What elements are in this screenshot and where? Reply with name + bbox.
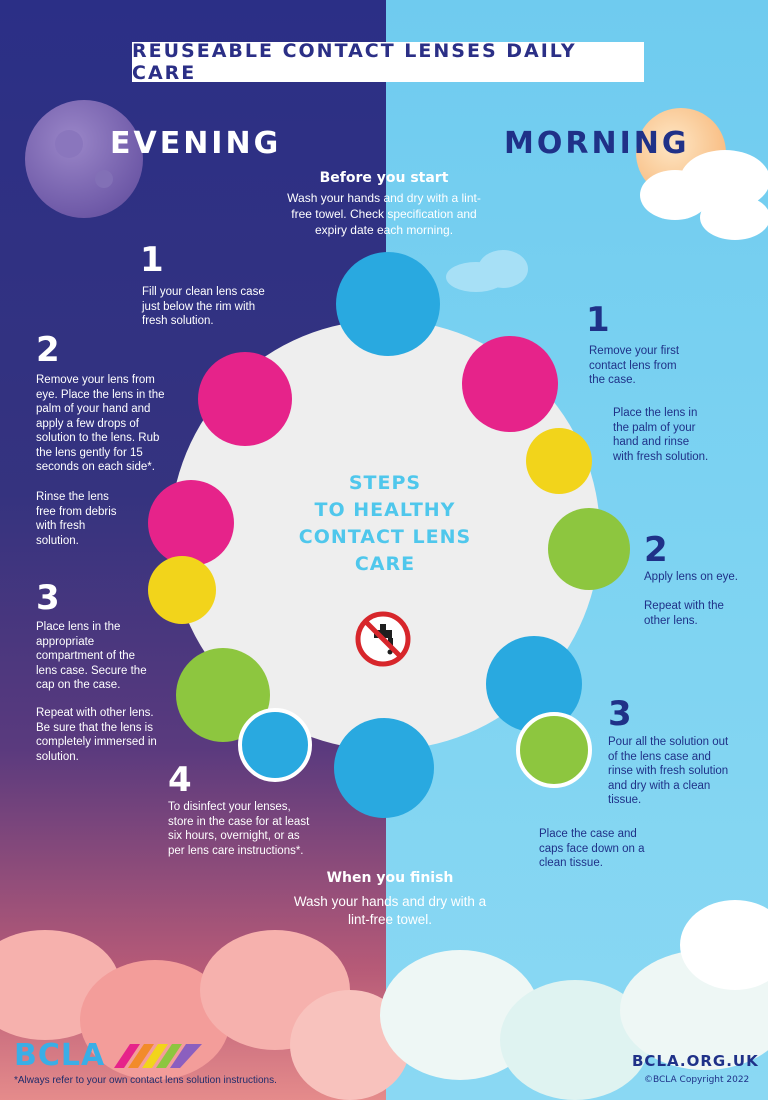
morning-step-1-text2: Place the lens in the palm of your hand … bbox=[613, 407, 709, 463]
steps-center-title: STEPS TO HEALTHY CONTACT LENS CARE bbox=[298, 472, 472, 575]
evening-step-1-text: Fill your clean lens case just below the… bbox=[142, 286, 265, 327]
moon-crater bbox=[55, 130, 83, 158]
cloud-icon bbox=[640, 170, 710, 220]
morning-step-2-number: 2 bbox=[644, 530, 668, 570]
eye-apply-icon bbox=[548, 508, 630, 590]
morning-step-3-text: Pour all the solution out of the lens ca… bbox=[608, 736, 729, 806]
morning-step-2-text: Apply lens on eye. bbox=[644, 571, 738, 583]
evening-step-1-number: 1 bbox=[140, 240, 164, 280]
evening-step-2-text: Remove your lens from eye. Place the len… bbox=[36, 374, 165, 473]
palm-rub-icon bbox=[148, 480, 234, 566]
tap-water-icon bbox=[336, 252, 440, 356]
evening-step-4-text: To disinfect your lenses, store in the c… bbox=[168, 801, 310, 857]
evening-step-3-number: 3 bbox=[36, 578, 60, 618]
footer-note: *Always refer to your own contact lens s… bbox=[14, 1075, 277, 1086]
evening-step-3-text2: Repeat with other lens. Be sure that the… bbox=[36, 707, 157, 763]
morning-step-3-text2: Place the case and caps face down on a c… bbox=[539, 828, 645, 869]
case-dry-icon bbox=[516, 712, 592, 788]
morning-step-3-number: 3 bbox=[608, 694, 632, 734]
before-text: Wash your hands and dry with a lint-free… bbox=[287, 191, 481, 237]
finish-text: Wash your hands and dry with a lint-free… bbox=[293, 894, 487, 927]
cloud-icon bbox=[680, 900, 768, 990]
rinse-bowl-icon bbox=[148, 556, 216, 624]
bcla-logo: BCLA bbox=[14, 1038, 106, 1073]
before-title: Before you start bbox=[319, 170, 449, 186]
lens-remove-icon bbox=[462, 336, 558, 432]
morning-heading: MORNING bbox=[504, 126, 690, 161]
morning-step-1-number: 1 bbox=[586, 300, 610, 340]
lens-case-closed-icon bbox=[238, 708, 312, 782]
evening-step-2-number: 2 bbox=[36, 330, 60, 370]
rainbow-stripes-icon bbox=[114, 1044, 202, 1068]
evening-heading: EVENING bbox=[110, 126, 282, 161]
tap-water-finish-icon bbox=[334, 718, 434, 818]
lens-case-fill-icon bbox=[198, 352, 292, 446]
moon-icon bbox=[25, 100, 143, 218]
moon-crater bbox=[95, 170, 113, 188]
copyright-text: ©BCLA Copyright 2022 bbox=[644, 1075, 750, 1085]
rinse-bowl-icon bbox=[526, 428, 592, 494]
morning-step-2-text2: Repeat with the other lens. bbox=[644, 600, 724, 627]
no-tap-water-icon bbox=[355, 611, 411, 667]
cloud-icon bbox=[478, 250, 528, 288]
finish-title: When you finish bbox=[326, 870, 454, 886]
cloud-icon bbox=[700, 195, 768, 240]
title-banner: REUSEABLE CONTACT LENSES DAILY CARE bbox=[132, 40, 644, 84]
evening-step-3-text: Place lens in the appropriate compartmen… bbox=[36, 621, 147, 691]
evening-step-4-number: 4 bbox=[168, 760, 192, 800]
morning-step-1-text: Remove your first contact lens from the … bbox=[589, 345, 680, 386]
website-link[interactable]: BCLA.ORG.UK bbox=[632, 1052, 759, 1070]
evening-step-2-text2: Rinse the lens free from debris with fre… bbox=[36, 491, 117, 547]
page-title: REUSEABLE CONTACT LENSES DAILY CARE bbox=[132, 40, 577, 84]
